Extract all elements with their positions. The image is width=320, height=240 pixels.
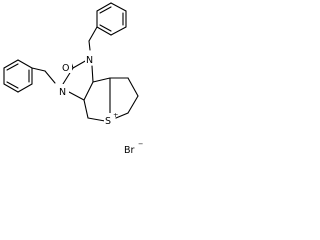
oxygen-label: O [62, 63, 69, 74]
upper-phenyl-ring [96, 2, 127, 36]
sulfonium-charge: + [113, 111, 118, 119]
nitrogen-1-label: N [86, 55, 93, 66]
lower-methylene-bond [31, 67, 56, 84]
bromide-charge: − [138, 140, 143, 148]
nitrogen-2-label: N [59, 87, 66, 98]
upper-methylene-bond [88, 26, 98, 51]
chemical-structure: N O N S + Br − [3, 2, 143, 156]
lower-phenyl-ring [3, 59, 33, 93]
bromide-label: Br [124, 145, 135, 156]
sulfur-label: S [105, 116, 111, 127]
fused-thiolane-rings [83, 77, 139, 122]
